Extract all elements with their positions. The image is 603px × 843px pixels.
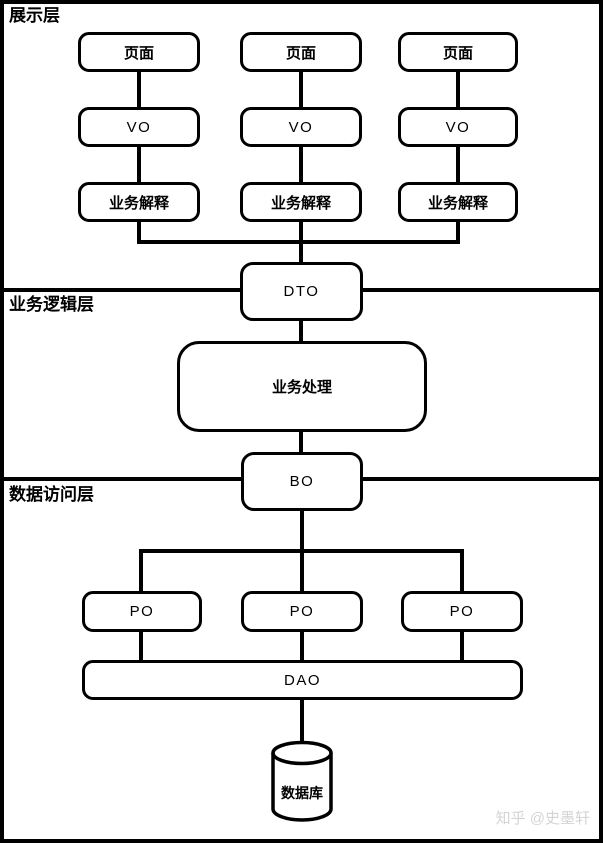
box-dao: DAO [82,660,523,700]
box-page-3: 页面 [398,32,518,72]
box-interpretation-1: 业务解释 [78,182,200,222]
box-processing: 业务处理 [177,341,427,432]
connector-dist-po-left [139,549,143,593]
layer-label-data-access: 数据访问层 [9,485,94,504]
box-interpretation-3: 业务解释 [398,182,518,222]
connector-processing-bo [299,431,303,454]
watermark: 知乎 @史墨轩 [495,810,590,827]
connector-po1-dao [139,631,143,662]
layer-label-business: 业务逻辑层 [9,295,94,314]
box-vo-3: VO [398,107,518,147]
connector-dto-processing [299,320,303,343]
connector-dao-database [300,699,304,744]
connector-col3-vo-interp [456,145,460,183]
box-po-2: PO [241,591,363,632]
distributor-line [139,549,464,553]
database-label: 数据库 [281,785,323,801]
box-interpretation-2: 业务解释 [240,182,362,222]
database-cylinder-icon [271,740,333,822]
box-dto: DTO [240,262,363,321]
box-bo: BO [241,452,363,511]
connector-col1-interp-bus [137,221,141,244]
box-vo-1: VO [78,107,200,147]
connector-col3-page-vo [456,71,460,108]
layer-label-presentation: 展示层 [9,6,60,25]
connector-col1-vo-interp [137,145,141,183]
collector-line-top [137,240,460,244]
box-po-1: PO [82,591,202,632]
connector-dist-po-right [460,549,464,593]
box-page-1: 页面 [78,32,200,72]
connector-col1-page-vo [137,71,141,108]
box-vo-2: VO [240,107,362,147]
connector-col2-vo-interp [299,145,303,183]
connector-po2-dao [300,631,304,662]
box-po-3: PO [401,591,523,632]
connector-col3-interp-bus [456,221,460,244]
connector-col2-page-vo [299,71,303,108]
box-page-2: 页面 [240,32,362,72]
connector-po3-dao [460,631,464,662]
